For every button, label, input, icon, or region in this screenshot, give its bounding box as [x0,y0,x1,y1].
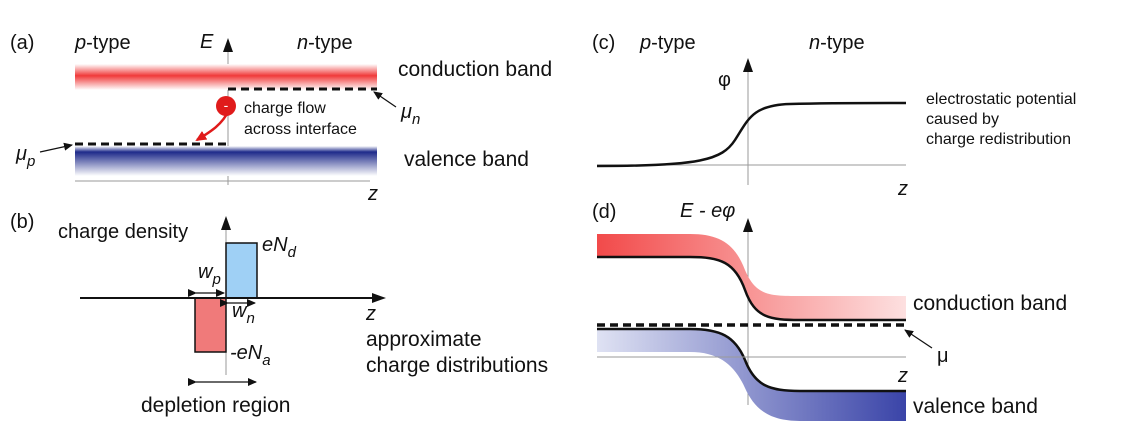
panel-c-z-axis-label: z [897,178,908,200]
panel-a-electron-sign: - [224,97,229,113]
panel-a-conduction-band-label: conduction band [398,58,552,81]
panel-d-mu-pointer [904,329,933,349]
panel-a-mu-p-label: μp [15,143,35,170]
panel-d-valence-band-label: valence band [913,395,1038,418]
panel-a-z-axis-label: z [367,183,378,205]
panel-a-flow-text-1: charge flow [244,100,326,117]
panel-b-approx-text-1: approximate [366,328,482,351]
panel-a-energy-axis-arrowhead [223,38,233,52]
panel-b-y-axis-arrowhead [221,216,231,230]
panel-a-flow-text-2: across interface [244,121,357,138]
panel-b-ena-label: -eNa [230,342,271,369]
panel-d-z-axis-label: z [897,365,908,387]
panel-d-conduction-band-edge [597,255,906,322]
panel-c-potential-curve [596,101,907,168]
panel-d-y-axis-label: E - eφ [680,200,735,222]
panel-d: (d) E - eφ conduction band valence band … [592,200,1067,421]
panel-c-p-type-label: p-type [639,32,696,54]
panel-b-wn-label: wn [232,300,255,327]
panel-b-positive-charge-block [225,242,258,299]
panel-a-valence-band [75,146,377,176]
panel-a-mu-p-pointer [39,142,73,153]
panel-b-negative-charge-block [194,297,227,353]
panel-d-y-axis-arrowhead [743,218,753,232]
panel-d-mu-label: μ [937,345,949,367]
panel-c-n-type-label: n-type [809,32,865,54]
panel-b-approx-text-2: charge distributions [366,354,548,377]
panel-b-z-axis-label: z [365,303,376,325]
panel-a-mu-n-label: μn [400,101,420,128]
panel-d-conduction-band-label: conduction band [913,292,1067,315]
panel-a-n-type-label: n-type [297,32,353,54]
panel-b: (b) charge density z eNd -eNa wp wn appr… [10,211,548,417]
panel-c-note-1: electrostatic potential [926,91,1076,108]
panel-a-electron [216,96,236,116]
panel-c-phi-axis-arrowhead [743,58,753,72]
panel-a-mu-n-pointer [373,91,397,108]
panel-c-note-2: caused by [926,111,999,128]
panel-d-valence-band-edge [597,327,906,393]
panel-a-energy-axis-label: E [200,31,214,53]
panel-b-depletion-label: depletion region [141,394,290,417]
panel-d-tag: (d) [592,201,616,223]
panel-d-conduction-band [597,234,906,320]
panel-a-valence-band-label: valence band [404,148,529,171]
panel-d-valence-band [597,329,906,421]
panel-b-y-axis-label: charge density [58,221,188,243]
panel-b-end-label: eNd [262,234,297,261]
panel-c: (c) p-type n-type φ z electrostatic pote… [592,32,1076,200]
panel-b-wp-label: wp [198,261,221,288]
panel-a-conduction-band [75,64,377,90]
panel-b-z-axis-arrowhead [372,293,386,303]
panel-a-tag: (a) [10,32,34,54]
panel-a: (a) p-type n-type E conduction band vale… [10,31,552,205]
panel-c-phi-axis-label: φ [718,69,731,91]
panel-c-tag: (c) [592,32,615,54]
panel-c-note-3: charge redistribution [926,131,1071,148]
panel-a-p-type-label: p-type [74,32,131,54]
panel-b-tag: (b) [10,211,34,233]
